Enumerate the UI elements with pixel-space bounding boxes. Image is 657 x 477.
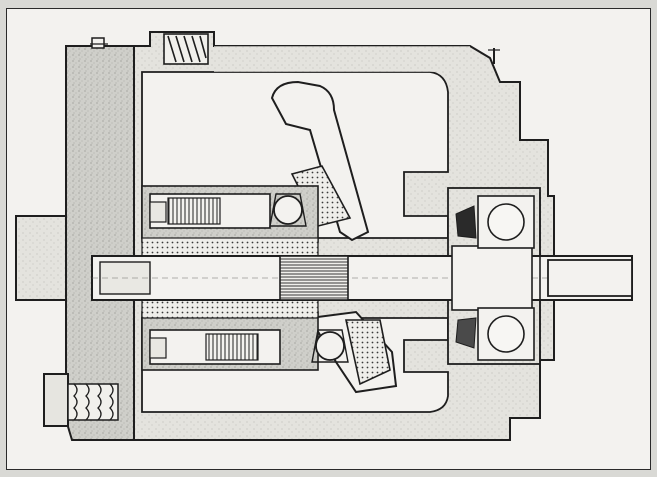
port-plug — [43, 373, 119, 427]
piston-shoes — [269, 193, 349, 363]
shaft-seal — [455, 205, 477, 349]
drive-shaft — [91, 245, 633, 311]
pistons — [149, 193, 281, 365]
spline — [279, 255, 349, 301]
end-cover — [15, 37, 143, 441]
ball-bearing — [477, 192, 541, 364]
control-spring — [163, 33, 209, 65]
